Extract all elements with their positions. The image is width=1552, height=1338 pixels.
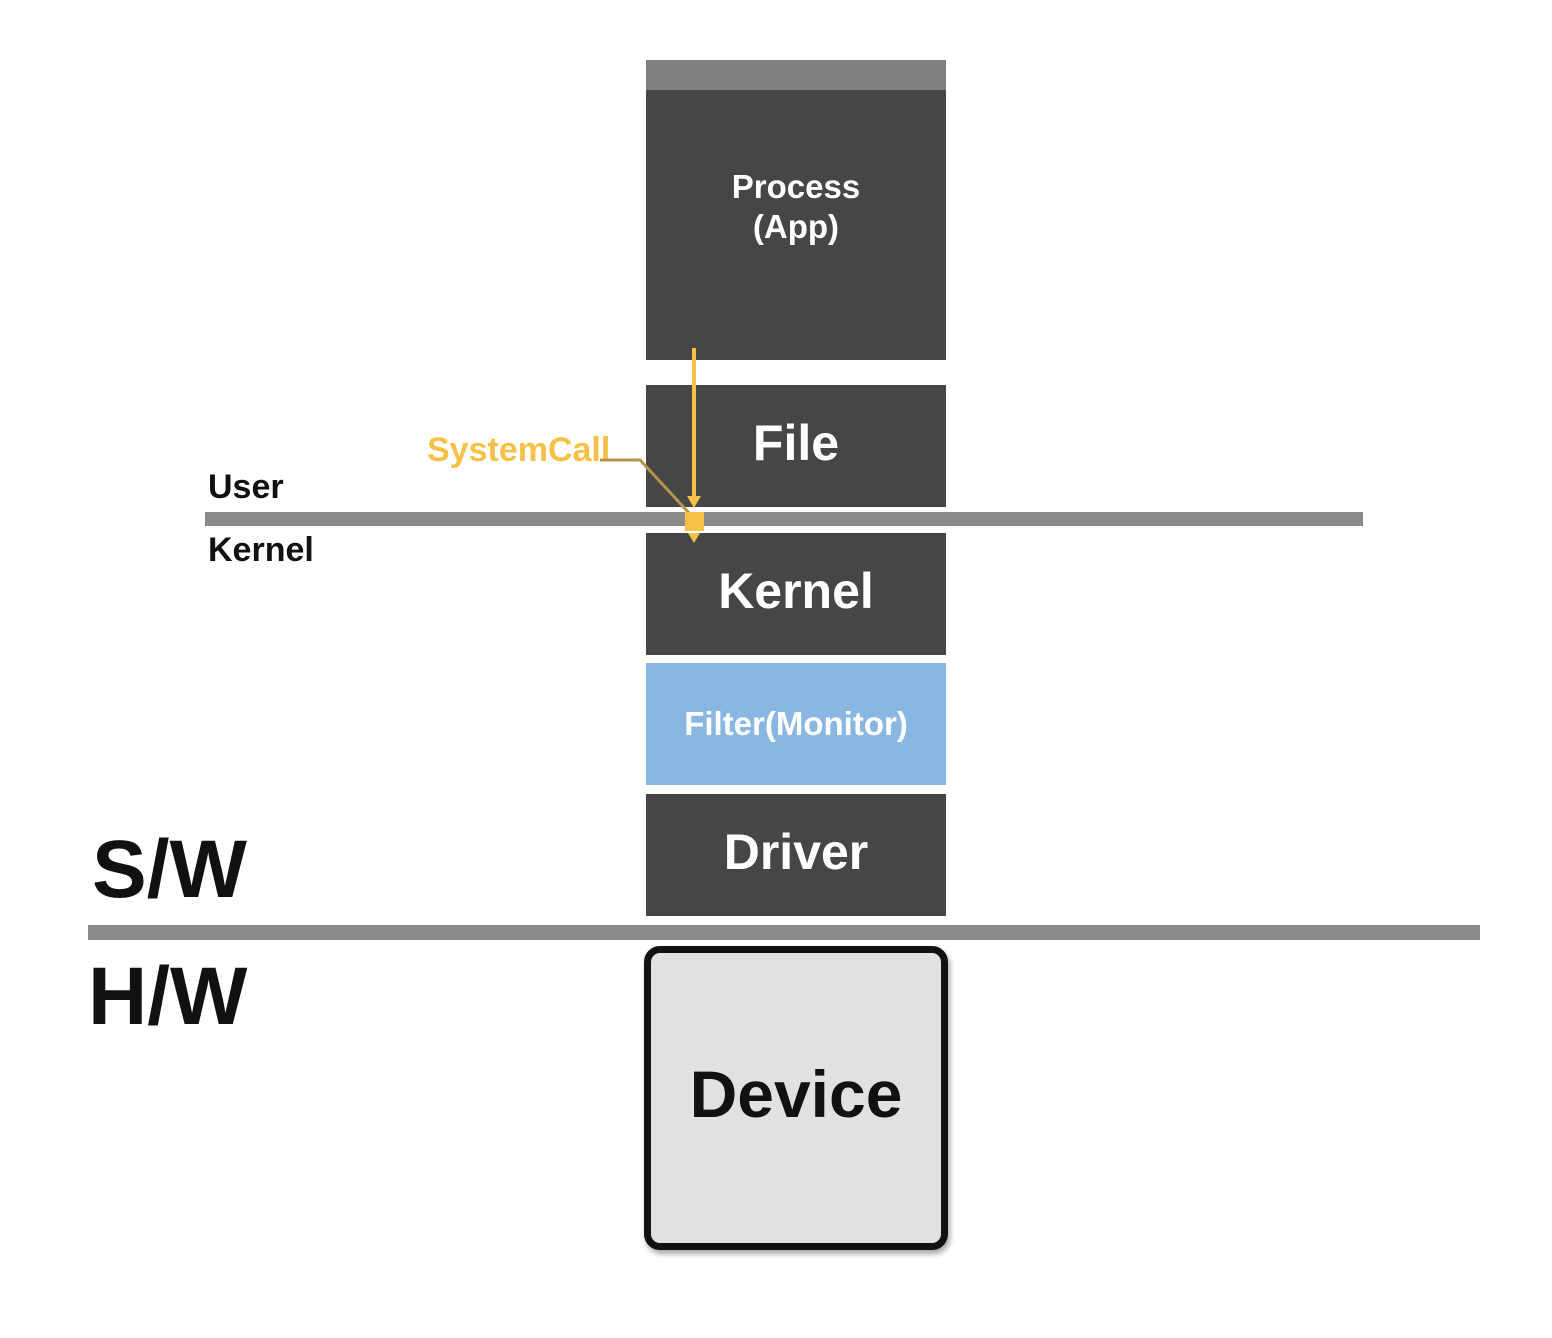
driver-block: Driver bbox=[646, 794, 946, 916]
file-label: File bbox=[752, 415, 840, 471]
system-call-gate-icon bbox=[685, 512, 704, 531]
hardware-label: H/W bbox=[88, 951, 248, 1042]
process-label: Process bbox=[731, 168, 861, 205]
user-kernel-boundary bbox=[205, 512, 1363, 526]
user-space-label: User bbox=[208, 468, 284, 506]
kernel-space-label: Kernel bbox=[208, 531, 314, 569]
kernel-block: Kernel bbox=[646, 533, 946, 655]
system-call-leader-line bbox=[600, 458, 692, 516]
app-label: (App) bbox=[752, 208, 840, 245]
filter-label: Filter(Monitor) bbox=[684, 705, 908, 742]
process-block-header bbox=[646, 60, 946, 90]
filter-block: Filter(Monitor) bbox=[646, 663, 946, 785]
device-label: Device bbox=[689, 1057, 903, 1131]
driver-label: Driver bbox=[723, 824, 869, 880]
system-call-continue-arrow bbox=[688, 533, 700, 543]
software-hardware-boundary bbox=[88, 925, 1480, 940]
system-call-label: SystemCall bbox=[427, 431, 611, 469]
kernel-label: Kernel bbox=[718, 563, 874, 619]
process-block: Process (App) bbox=[646, 90, 946, 360]
system-call-arrow-head bbox=[687, 496, 701, 508]
software-label: S/W bbox=[92, 824, 247, 915]
device-block: Device bbox=[644, 946, 948, 1250]
